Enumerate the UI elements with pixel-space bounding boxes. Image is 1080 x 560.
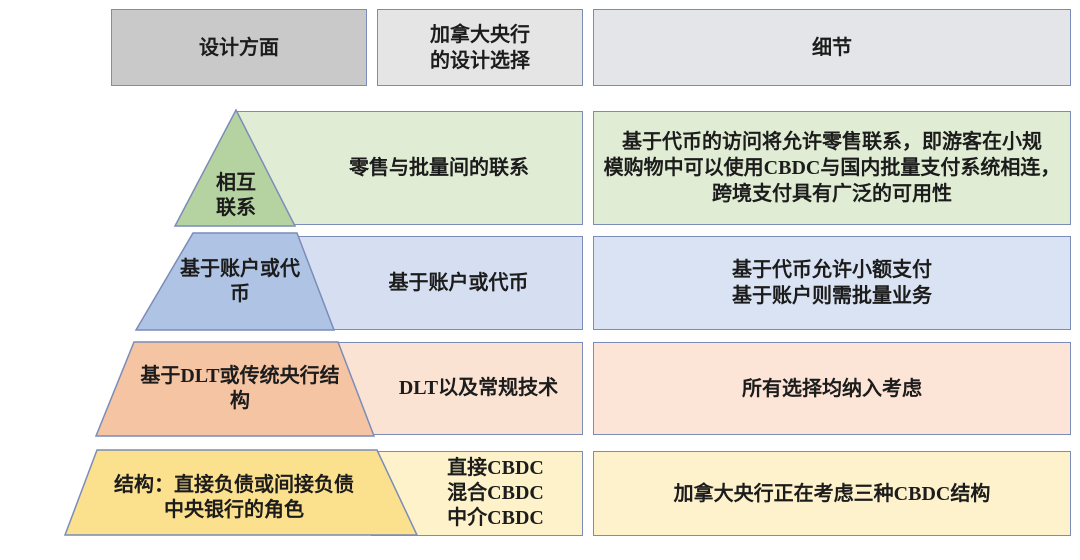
header-design-aspect: 设计方面 <box>111 9 367 86</box>
detail-box-account-token: 基于代币允许小额支付 基于账户则需批量业务 <box>593 236 1071 330</box>
detail-box-interlink: 基于代币的访问将允许零售联系，即游客在小规 模购物中可以使用CBDC与国内批量支… <box>593 111 1071 225</box>
aspect-label-structure: 结构：直接负债或间接负债 中央银行的角色 <box>114 474 354 521</box>
detail-box-dlt: 所有选择均纳入考虑 <box>593 342 1071 435</box>
pyramid-level-2-trapezoid <box>134 232 336 331</box>
pyramid-level-1-triangle <box>173 108 297 227</box>
aspect-label-account-token: 基于账户或代 币 <box>180 257 300 305</box>
aspect-label-dlt: 基于DLT或传统央行结 构 <box>140 365 340 412</box>
choice-label-interlink: 零售与批量间的联系 <box>349 156 529 179</box>
choice-box-account-token <box>290 236 583 330</box>
pyramid-level-4-trapezoid <box>63 449 419 536</box>
aspect-label-interlink: 相互 联系 <box>216 172 256 219</box>
choice-box-dlt <box>334 342 583 435</box>
header-boc-design-choice: 加拿大央行 的设计选择 <box>377 9 583 86</box>
choice-box-interlink <box>236 111 583 225</box>
choice-label-account-token: 基于账户或代币 <box>388 271 529 294</box>
header-details: 细节 <box>593 9 1071 86</box>
choice-label-structure: 直接CBDC 混合CBDC 中介CBDC <box>447 457 544 529</box>
choice-label-dlt: DLT以及常规技术 <box>398 377 559 399</box>
pyramid-level-3-trapezoid <box>94 341 376 437</box>
detail-box-structure: 加拿大央行正在考虑三种CBDC结构 <box>593 451 1071 536</box>
